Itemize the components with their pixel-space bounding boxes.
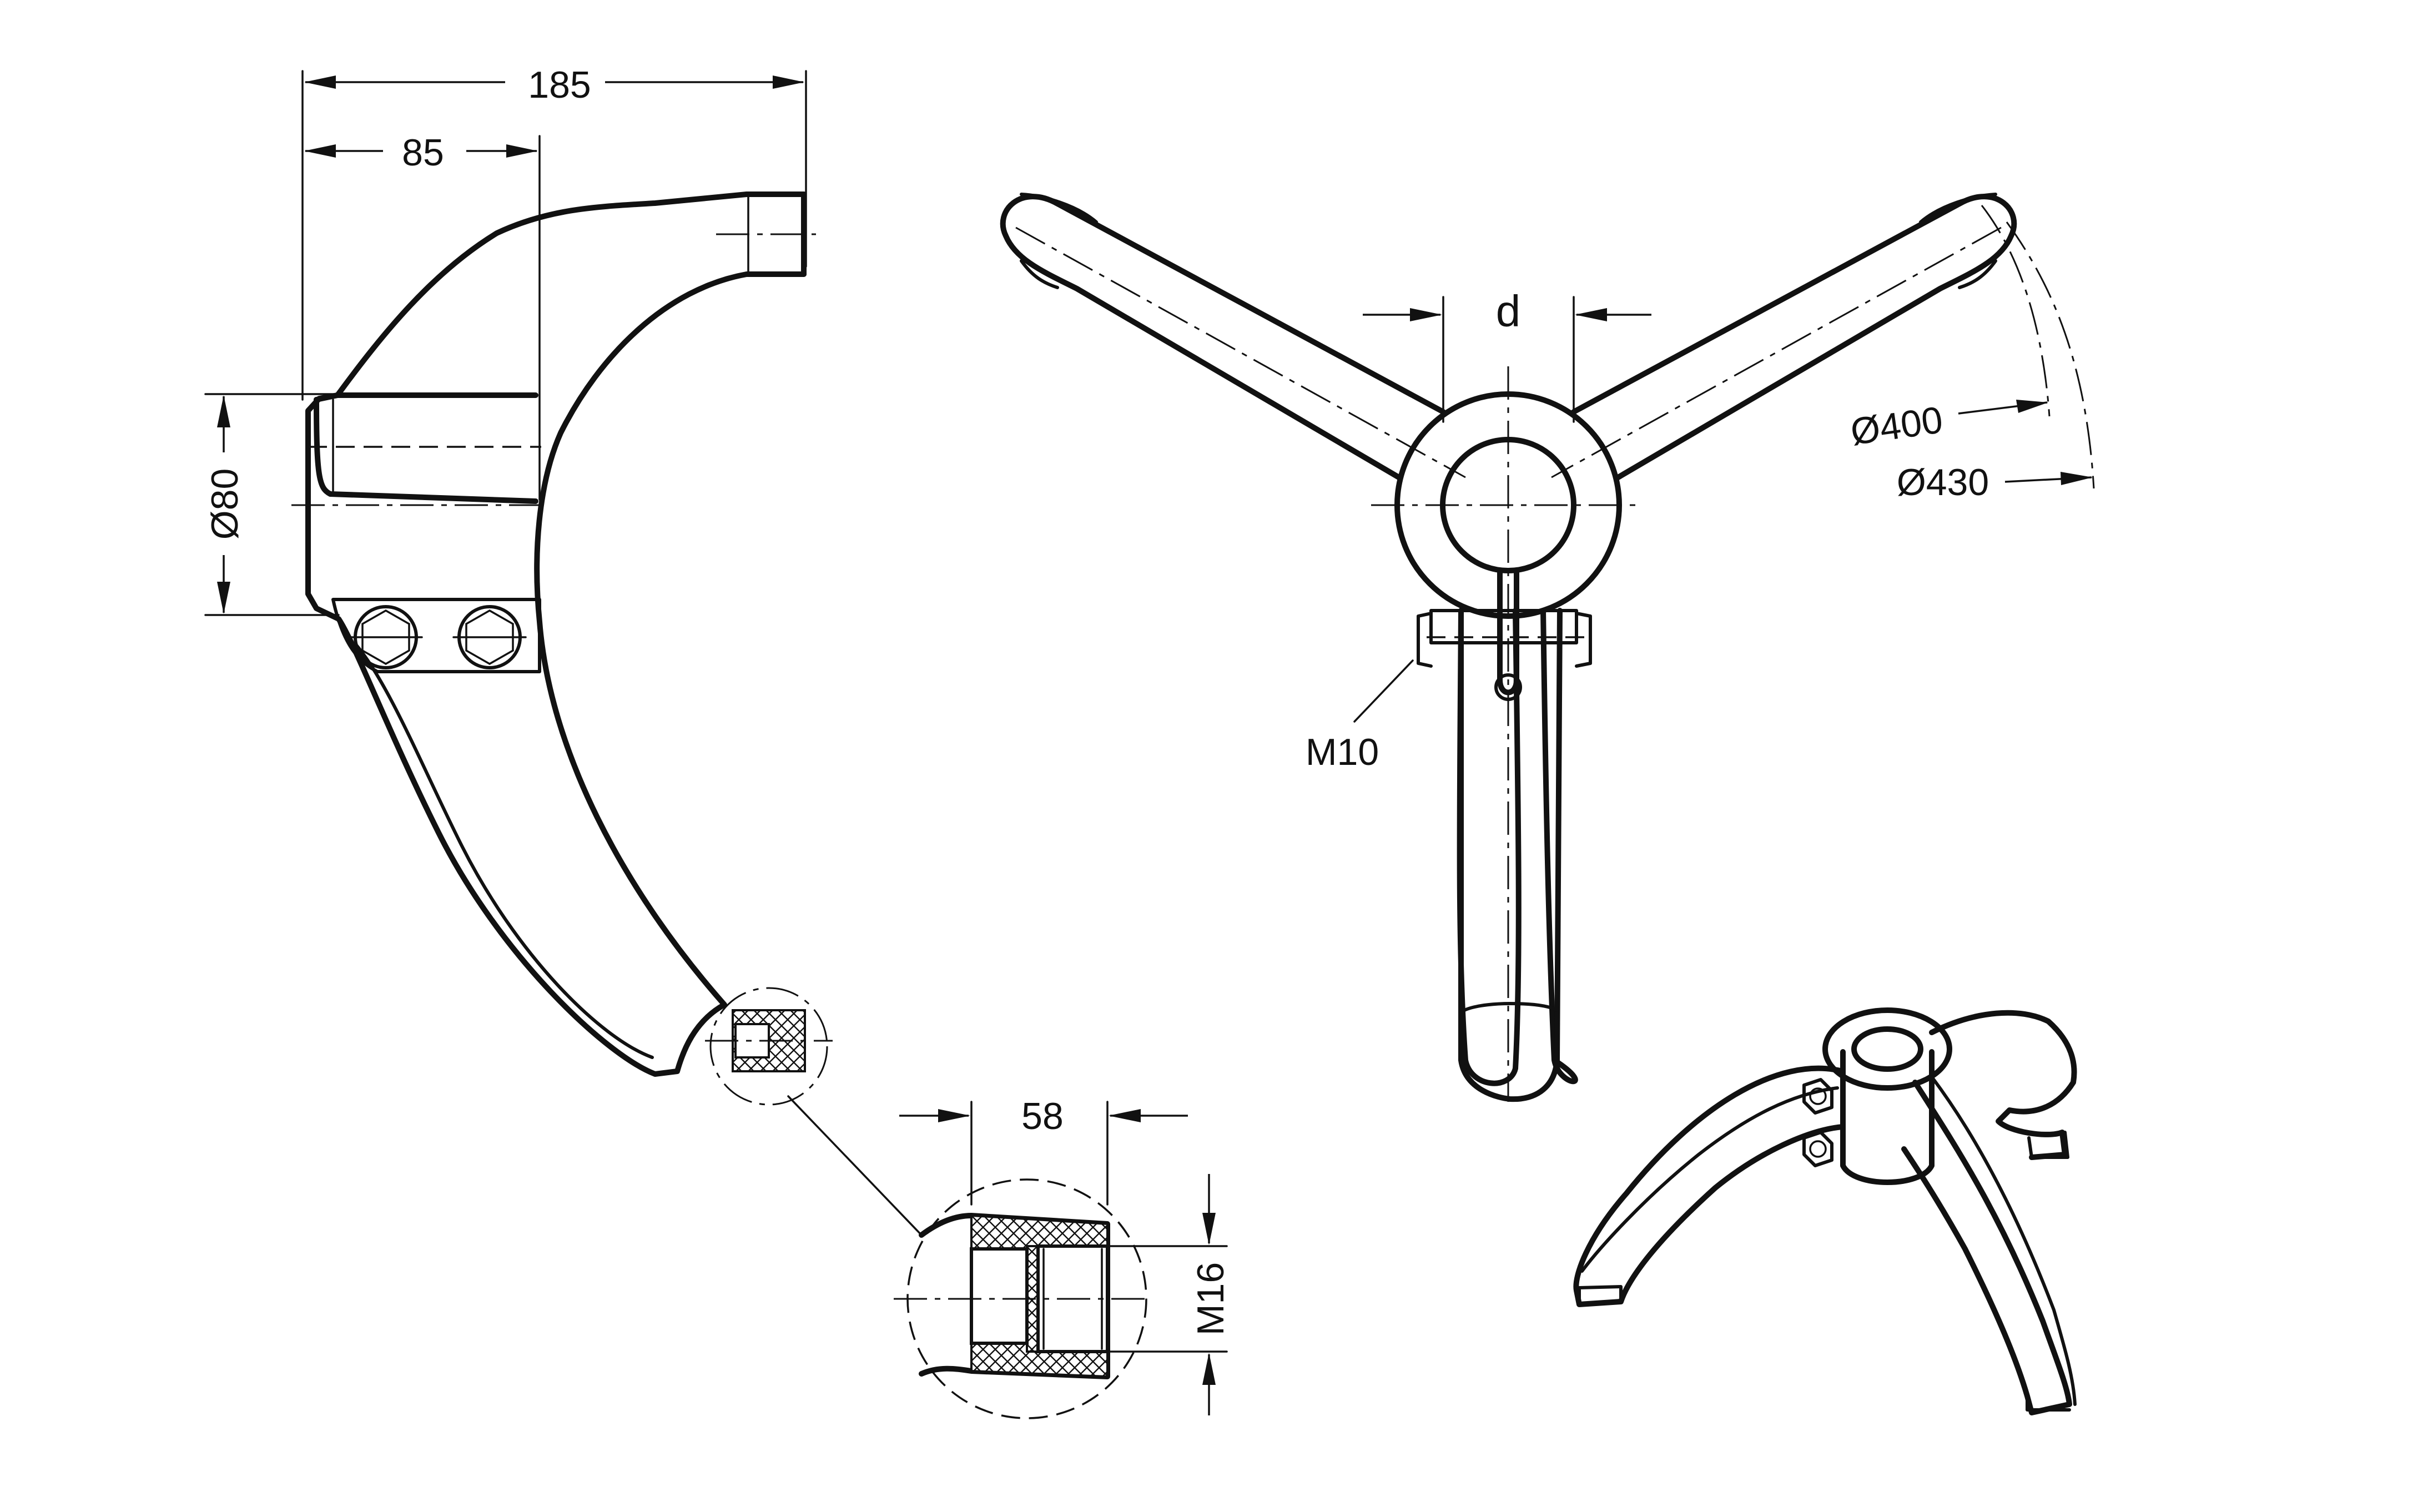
- iso-arm-front: [1901, 1080, 2072, 1415]
- diameter-430-arc: [2006, 221, 2095, 489]
- dim-58-label: 58: [1021, 1095, 1064, 1137]
- detail-view: 58 M16: [894, 1095, 1232, 1419]
- nut-icon: [452, 605, 527, 669]
- iso-arm-back: [1929, 1010, 2077, 1160]
- dimension-m16: M16: [1190, 1174, 1232, 1415]
- dimension-diameter-80: Ø80: [200, 395, 248, 614]
- side-view: 185 85 Ø80: [200, 58, 923, 1236]
- dim-m10-label: M10: [1306, 731, 1379, 773]
- grip-inner-edge: [354, 642, 654, 1059]
- diameter-400-arc: [1981, 205, 2051, 417]
- dimension-bore-d: d: [1363, 286, 1651, 423]
- arm-upper-left: [1000, 194, 1446, 480]
- detail-marker-circle: [709, 987, 828, 1106]
- top-view: d Ø400 Ø430 M10: [1000, 193, 2095, 1102]
- dim-d400-label: Ø400: [1848, 399, 1945, 453]
- dimension-85: 85: [304, 128, 538, 175]
- dimension-m10: M10: [1306, 659, 1414, 773]
- dimension-diameter-400: Ø400: [1848, 399, 2048, 453]
- dimension-58: 58: [899, 1095, 1188, 1137]
- dim-d80-label: Ø80: [204, 468, 246, 540]
- arm-upper-right: [1571, 194, 2017, 480]
- nut-icon: [1802, 1078, 1833, 1115]
- dim-d-label: d: [1496, 286, 1521, 336]
- iso-hub: [1840, 1049, 1935, 1185]
- dimension-185: 185: [304, 58, 804, 106]
- handle-outline: [305, 191, 807, 1077]
- clamp-plate: [331, 598, 541, 673]
- nut-icon: [349, 605, 423, 669]
- nut-icon: [1802, 1131, 1833, 1167]
- dim-m16-label: M16: [1190, 1262, 1232, 1335]
- isometric-view: [1573, 1007, 2077, 1415]
- dimension-diameter-430: Ø430: [1897, 461, 2093, 503]
- dim-85-label: 85: [402, 132, 444, 174]
- dim-d430-label: Ø430: [1897, 461, 1989, 503]
- iso-arm-left: [1573, 1065, 1846, 1307]
- arm-lower: [1457, 608, 1522, 1086]
- dim-185-label: 185: [528, 64, 591, 106]
